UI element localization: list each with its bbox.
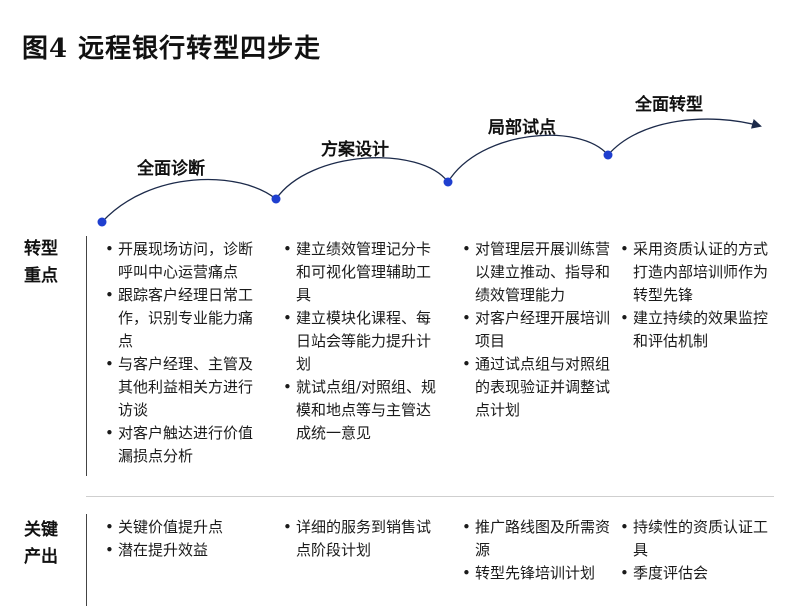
row-label-focus-line2: 重点 [24, 266, 58, 286]
roadmap-curve-1 [101, 178, 277, 223]
milestone-dot-3 [443, 177, 453, 187]
output-item: 推广路线图及所需资源 [462, 516, 612, 562]
row-label-output-line2: 产出 [24, 547, 58, 567]
focus-column-1: 开展现场访问，诊断呼叫中心运营痛点 跟踪客户经理日常工作，识别专业能力痛点 与客… [105, 238, 267, 468]
row-divider-output [86, 514, 87, 606]
focus-item: 就试点组/对照组、规模和地点等与主管达成统一意见 [283, 376, 445, 445]
focus-column-3: 对管理层开展训练营以建立推动、指导和绩效管理能力 对客户经理开展培训项目 通过试… [462, 238, 624, 422]
stage-label-2: 方案设计 [321, 140, 389, 160]
roadmap-curve-2 [275, 157, 449, 200]
milestone-dot-2 [271, 194, 281, 204]
milestone-dot-1 [97, 217, 107, 227]
stage-label-4: 全面转型 [635, 95, 703, 115]
page-title: 图4 远程银行转型四步走 [22, 34, 322, 64]
focus-item: 通过试点组与对照组的表现验证并调整试点计划 [462, 353, 624, 422]
focus-column-4: 采用资质认证的方式打造内部培训师作为转型先锋 建立持续的效果监控和评估机制 [620, 238, 770, 353]
section-separator [86, 496, 774, 497]
focus-column-2: 建立绩效管理记分卡和可视化管理辅助工具 建立模块化课程、每日站会等能力提升计划 … [283, 238, 445, 445]
output-column-4: 持续性的资质认证工具 季度评估会 [620, 516, 770, 585]
row-label-focus-line1: 转型 [24, 239, 58, 259]
milestone-dot-4 [603, 150, 613, 160]
row-label-output-line1: 关键 [24, 520, 58, 540]
output-item: 关键价值提升点 [105, 516, 267, 539]
focus-item: 采用资质认证的方式打造内部培训师作为转型先锋 [620, 238, 770, 307]
output-column-3: 推广路线图及所需资源 转型先锋培训计划 [462, 516, 612, 585]
output-column-2: 详细的服务到销售试点阶段计划 [283, 516, 445, 562]
stage-label-1: 全面诊断 [137, 159, 205, 179]
output-item: 潜在提升效益 [105, 539, 267, 562]
output-item: 季度评估会 [620, 562, 770, 585]
focus-item: 开展现场访问，诊断呼叫中心运营痛点 [105, 238, 267, 284]
focus-item: 建立模块化课程、每日站会等能力提升计划 [283, 307, 445, 376]
output-item: 持续性的资质认证工具 [620, 516, 770, 562]
roadmap-path [97, 118, 762, 227]
focus-item: 对管理层开展训练营以建立推动、指导和绩效管理能力 [462, 238, 624, 307]
roadmap-curve-3 [447, 134, 609, 183]
focus-item: 跟踪客户经理日常工作，识别专业能力痛点 [105, 284, 267, 353]
focus-item: 建立持续的效果监控和评估机制 [620, 307, 770, 353]
row-label-focus: 转型 重点 [24, 236, 58, 290]
focus-item: 建立绩效管理记分卡和可视化管理辅助工具 [283, 238, 445, 307]
row-divider-focus [86, 236, 87, 476]
focus-item: 对客户经理开展培训项目 [462, 307, 624, 353]
stage-label-3: 局部试点 [488, 118, 556, 138]
row-label-output: 关键 产出 [24, 517, 58, 571]
output-column-1: 关键价值提升点 潜在提升效益 [105, 516, 267, 562]
output-item: 详细的服务到销售试点阶段计划 [283, 516, 445, 562]
output-item: 转型先锋培训计划 [462, 562, 612, 585]
roadmap-curve-4 [607, 118, 762, 156]
focus-item: 与客户经理、主管及其他利益相关方进行访谈 [105, 353, 267, 422]
focus-item: 对客户触达进行价值漏损点分析 [105, 422, 267, 468]
